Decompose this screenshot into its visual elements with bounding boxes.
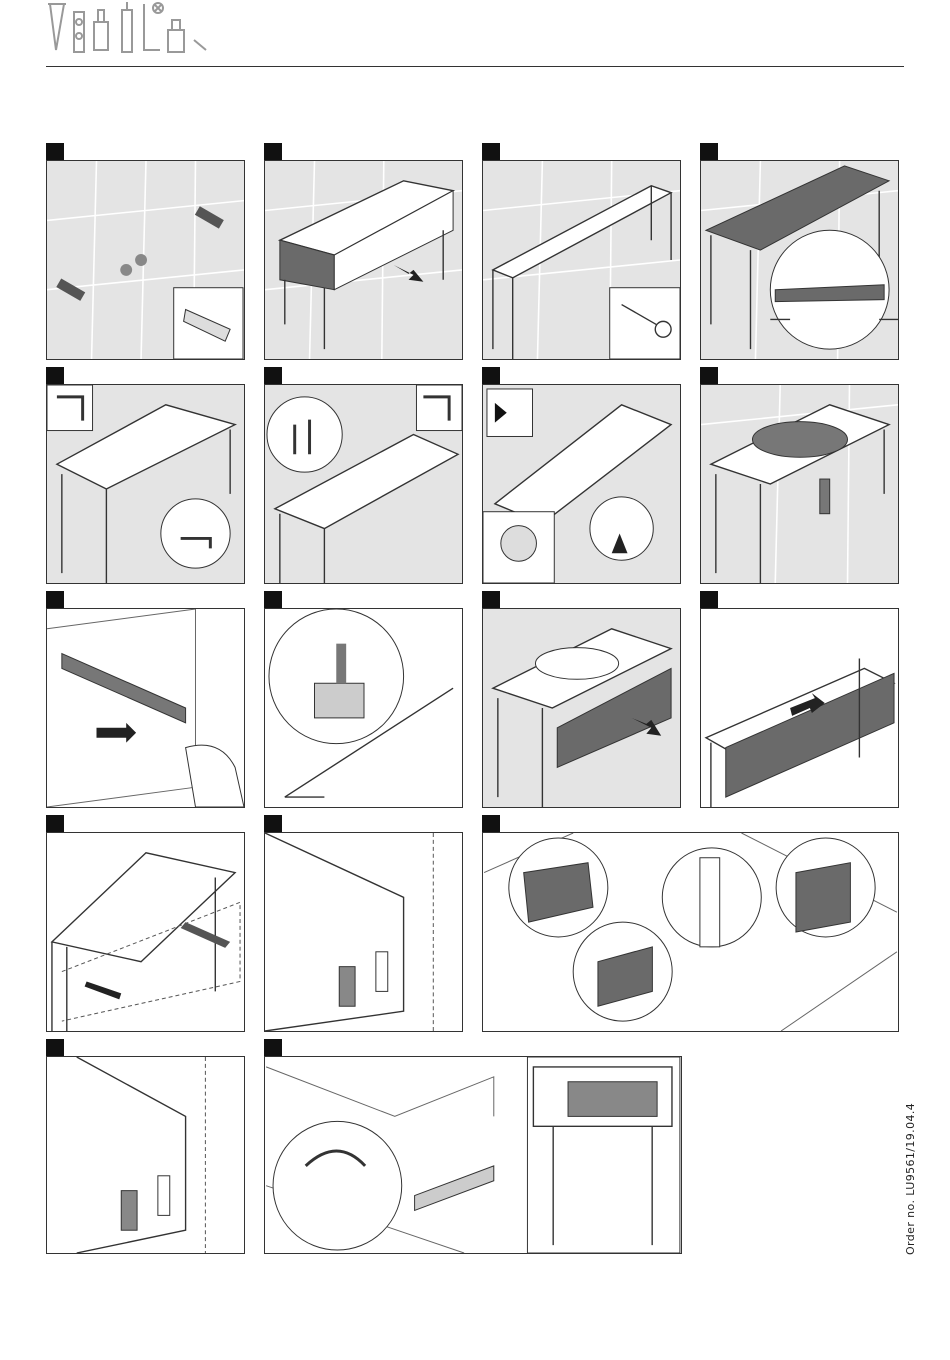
step-15-tag	[482, 815, 500, 832]
step-3-tag	[482, 143, 500, 160]
step-9-tag	[46, 591, 64, 608]
step-11-panel	[482, 608, 681, 808]
step-2-panel	[264, 160, 463, 360]
step-1-panel	[46, 160, 245, 360]
step-7-panel	[482, 384, 681, 584]
step-13-tag	[46, 815, 64, 832]
step-13-panel	[46, 832, 245, 1032]
brand-logo-icon	[46, 0, 216, 60]
step-6-tag	[264, 367, 282, 384]
step-7-tag	[482, 367, 500, 384]
step-8-tag	[700, 367, 718, 384]
step-3-panel	[482, 160, 681, 360]
header-divider	[46, 66, 904, 67]
step-9-panel	[46, 608, 245, 808]
step-11-tag	[482, 591, 500, 608]
step-10-panel	[264, 608, 463, 808]
step-15-panel	[482, 832, 899, 1032]
step-14-panel	[264, 832, 463, 1032]
step-4-panel	[700, 160, 899, 360]
step-16-panel	[46, 1056, 245, 1254]
step-8-panel	[700, 384, 899, 584]
step-17-tag	[264, 1039, 282, 1056]
step-4-tag	[700, 143, 718, 160]
step-2-tag	[264, 143, 282, 160]
step-17-panel	[264, 1056, 682, 1254]
order-number: Order no. LU9561/19.04.4	[904, 1103, 917, 1255]
step-6-panel	[264, 384, 463, 584]
step-5-panel	[46, 384, 245, 584]
step-12-panel	[700, 608, 899, 808]
step-5-tag	[46, 367, 64, 384]
step-12-tag	[700, 591, 718, 608]
step-10-tag	[264, 591, 282, 608]
step-14-tag	[264, 815, 282, 832]
step-1-tag	[46, 143, 64, 160]
step-16-tag	[46, 1039, 64, 1056]
